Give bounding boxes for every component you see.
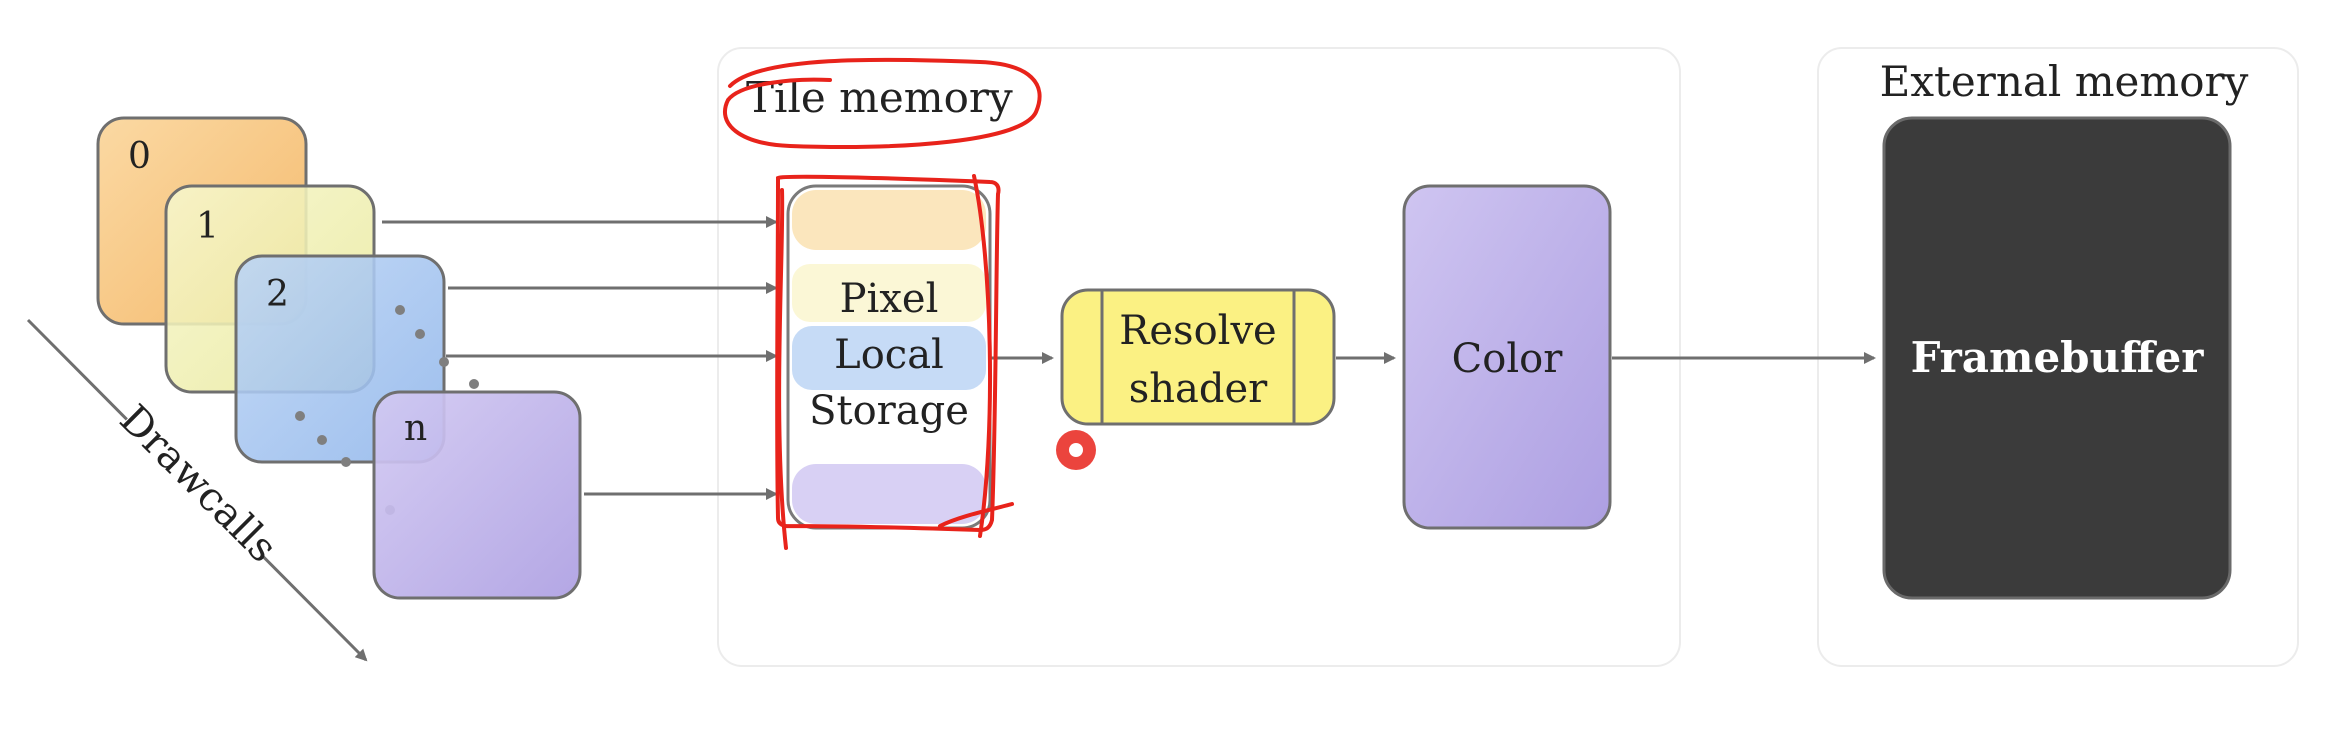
pls-line-3: Storage [809, 388, 969, 434]
external-memory-title: External memory [1880, 57, 2249, 106]
card-1-label: 1 [196, 206, 219, 247]
annotation-circle-tile-memory [722, 57, 1042, 149]
pointer-dot [1056, 430, 1096, 470]
annotation-box-pls [775, 174, 1001, 550]
drawcall-card-n: n [372, 390, 582, 600]
resolve-shader: Resolve shader [1060, 288, 1336, 426]
pls-line-1: Pixel [840, 276, 939, 322]
resolve-line-1: Resolve [1119, 308, 1276, 354]
color-label: Color [1452, 336, 1564, 382]
pixel-local-storage: Pixel Local Storage [786, 184, 992, 530]
framebuffer: Framebuffer [1882, 116, 2232, 600]
resolve-line-2: shader [1129, 366, 1268, 412]
color-attachment: Color [1402, 184, 1612, 530]
dotted-continuation [295, 305, 479, 515]
framebuffer-label: Framebuffer [1911, 333, 2205, 382]
annotation-bracket-pls-right [938, 174, 1014, 538]
pls-line-2: Local [834, 332, 944, 378]
card-n-label: n [404, 408, 427, 449]
card-2-label: 2 [266, 274, 289, 315]
card-0-label: 0 [128, 136, 151, 177]
